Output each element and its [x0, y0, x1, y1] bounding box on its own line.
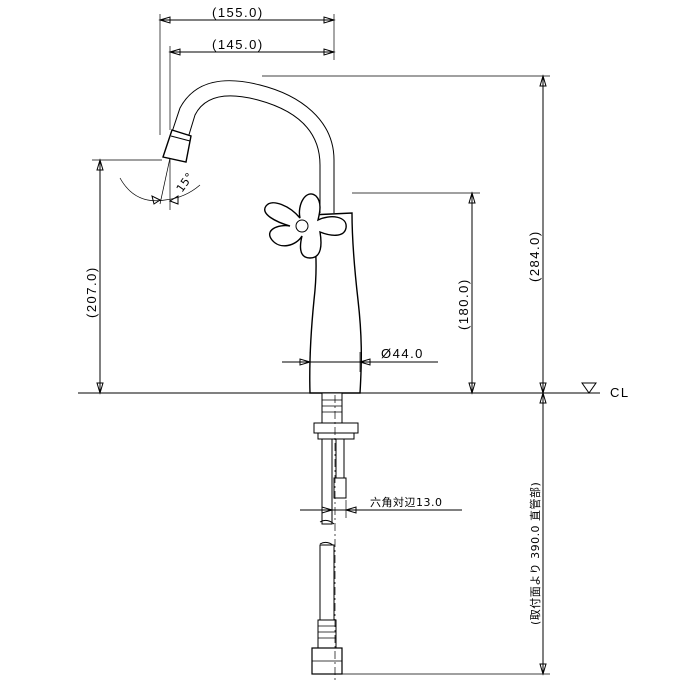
dim-text-180: (180.0) [456, 278, 471, 330]
angle-reference-line [159, 157, 171, 205]
faucet-body [309, 212, 363, 394]
supply-tube-left [321, 438, 333, 525]
mounting-washer [317, 432, 355, 440]
hex-fitting [333, 477, 347, 499]
spout-outer [171, 80, 335, 213]
dim-text-390: (取付面より 390.0 直管部) [528, 482, 542, 625]
hose-ferrule [317, 619, 337, 649]
shank-upper [321, 392, 343, 424]
angle-arc [119, 177, 201, 202]
hose-lower [319, 544, 335, 621]
angle-text: 15° [174, 170, 197, 195]
dim-text-145: (145.0) [212, 37, 264, 52]
dim-text-diameter: Ø44.0 [381, 346, 424, 361]
dim-text-155: (155.0) [212, 5, 264, 20]
cl-label: CL [610, 385, 630, 400]
dim-text-284: (284.0) [527, 230, 542, 282]
spout-aerator [162, 129, 192, 163]
handle-hub [295, 219, 309, 233]
spout-inner [187, 95, 321, 213]
aerator-band [170, 135, 191, 142]
cl-triangle-icon [581, 382, 597, 394]
dim-text-207: (207.0) [84, 266, 99, 318]
mounting-nut [313, 422, 359, 434]
dim-text-hex: 六角対辺13.0 [370, 495, 443, 509]
